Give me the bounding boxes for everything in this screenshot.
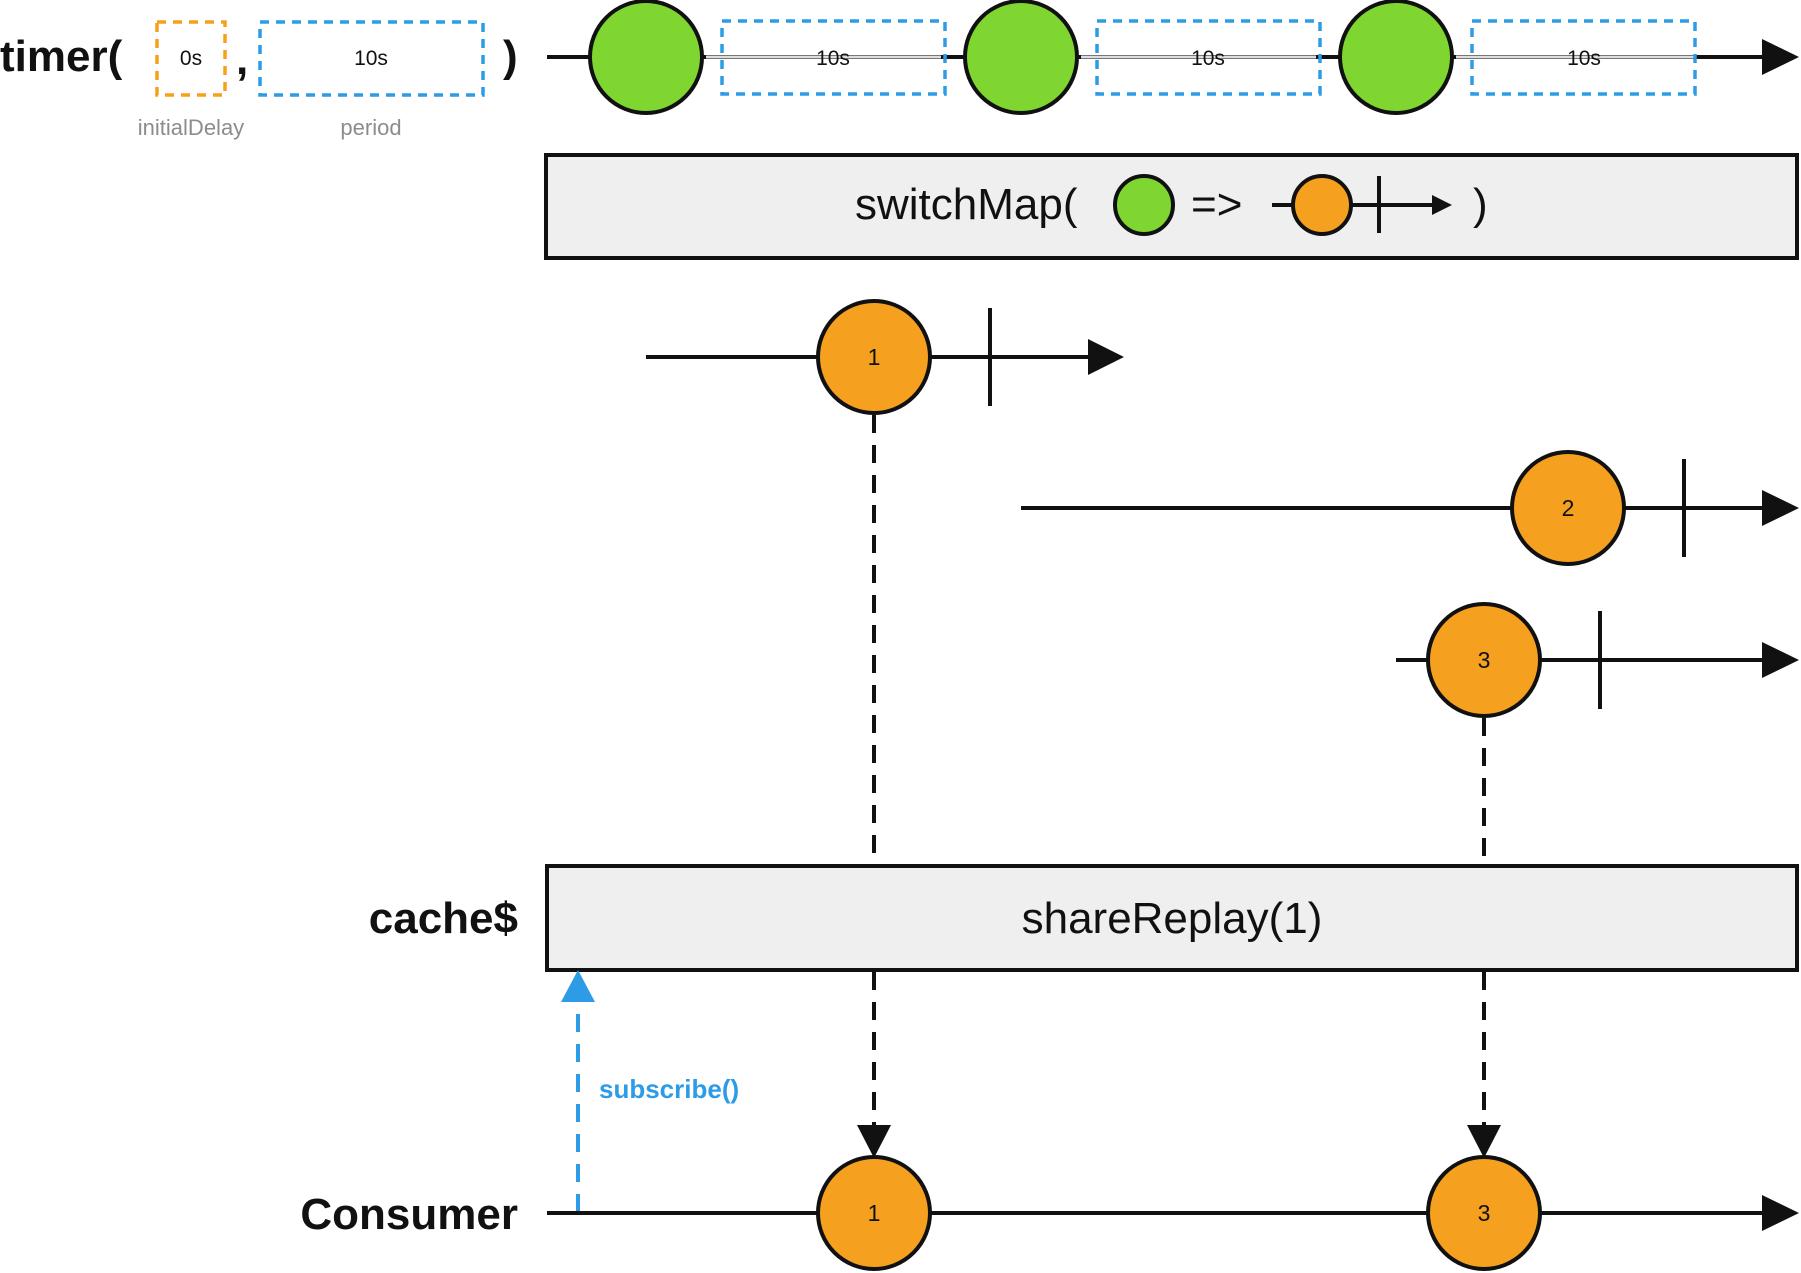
timeline-arrowhead — [1762, 642, 1799, 678]
inner-stream-3: 3 — [1396, 602, 1799, 718]
consumer-value-marble — [1426, 1155, 1542, 1271]
inner-value-marble — [1510, 450, 1626, 566]
switchmap-output-marble — [1291, 174, 1353, 236]
interval-box — [1470, 19, 1697, 96]
timer-row: timer( 0s , 10s ) initialDelay period 10… — [0, 0, 1799, 140]
switchmap-arrow: => — [1191, 180, 1242, 229]
switchmap-close-paren: ) — [1473, 180, 1488, 229]
consumer-value-marble — [816, 1155, 932, 1271]
switchmap-mini-arrowhead — [1432, 195, 1452, 215]
initial-delay-value: 0s — [180, 47, 202, 70]
inner-value-label: 3 — [1478, 647, 1491, 673]
initial-delay-caption: initialDelay — [138, 115, 244, 140]
timeline-arrowhead — [1762, 490, 1799, 526]
period-box — [258, 20, 485, 97]
interval-label: 10s — [1567, 47, 1601, 70]
interval-box — [720, 19, 947, 96]
timer-emission-marble — [588, 0, 704, 115]
initial-delay-box — [155, 20, 227, 97]
consumer-value-label: 1 — [868, 1200, 881, 1226]
timer-label: timer( — [0, 32, 123, 81]
consumer-row: Consumer 1 3 — [300, 1155, 1799, 1271]
interval-label: 10s — [1191, 47, 1225, 70]
timeline-arrowhead — [1762, 39, 1799, 75]
inner-value-marble — [816, 299, 932, 415]
subscribe-arrowhead — [561, 970, 595, 1002]
switchmap-operator: switchMap( => ) — [544, 153, 1799, 260]
timer-emission-marble — [963, 0, 1079, 115]
connector-arrowhead — [857, 1125, 891, 1158]
connector-arrowhead — [1467, 1125, 1501, 1158]
timer-close-paren: ) — [503, 32, 518, 81]
timer-comma: , — [236, 35, 248, 84]
switchmap-label: switchMap( — [855, 180, 1078, 229]
inner-stream-1: 1 — [646, 299, 1124, 415]
timeline-arrowhead — [1088, 339, 1124, 375]
inner-value-label: 2 — [1562, 495, 1575, 521]
inner-value-label: 1 — [868, 344, 881, 370]
consumer-stream-label: Consumer — [300, 1190, 518, 1239]
cache-row: cache$ shareReplay(1) — [369, 864, 1799, 972]
timeline-arrowhead — [1762, 1195, 1799, 1231]
cache-stream-label: cache$ — [369, 894, 518, 943]
timer-emission-marble — [1338, 0, 1454, 115]
sharereplay-label: shareReplay(1) — [1022, 894, 1323, 943]
inner-stream-2: 2 — [1021, 450, 1799, 566]
inner-value-marble — [1426, 602, 1542, 718]
interval-label: 10s — [816, 47, 850, 70]
subscribe-indicator: subscribe() — [561, 970, 739, 1212]
consumer-value-label: 3 — [1478, 1200, 1491, 1226]
sharereplay-box — [545, 864, 1799, 972]
switchmap-input-marble — [1113, 174, 1175, 236]
interval-box — [1095, 19, 1322, 96]
period-caption: period — [340, 115, 401, 140]
period-value: 10s — [354, 47, 388, 70]
subscribe-label: subscribe() — [599, 1074, 739, 1104]
